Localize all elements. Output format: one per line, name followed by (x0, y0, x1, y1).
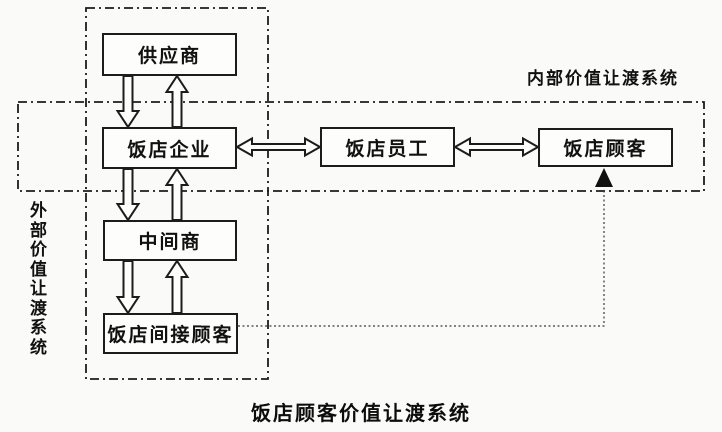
internal-system-label: 内部价值让渡系统 (527, 69, 679, 88)
arrow-indirect-customer-to-intermediary (164, 259, 190, 314)
external-system-border (85, 7, 269, 380)
feedback-line-indirect-customer-to-customer (238, 188, 605, 327)
diagram-caption: 饭店顾客价值让渡系统 (251, 403, 471, 425)
node-hotel-enterprise: 饭店企业 (102, 127, 237, 169)
arrow-intermediary-to-enterprise (164, 167, 190, 221)
node-supplier: 供应商 (102, 33, 237, 76)
node-hotel-customer: 饭店顾客 (538, 128, 673, 167)
arrow-enterprise-staff-bidirectional (234, 136, 323, 158)
external-system-label: 外部价值让渡系统 (30, 201, 47, 357)
node-hotel-indirect-customer: 饭店间接顾客 (103, 313, 238, 354)
arrow-intermediary-to-indirect-customer (115, 260, 141, 315)
arrow-enterprise-to-intermediary (115, 168, 141, 222)
arrow-supplier-to-enterprise (115, 75, 141, 129)
arrow-enterprise-to-supplier (164, 74, 190, 128)
node-hotel-staff: 饭店员工 (320, 127, 455, 167)
feedback-arrowhead-icon (595, 168, 613, 187)
arrow-staff-customer-bidirectional (452, 136, 541, 158)
node-intermediary: 中间商 (103, 220, 237, 261)
internal-system-border (17, 101, 705, 192)
